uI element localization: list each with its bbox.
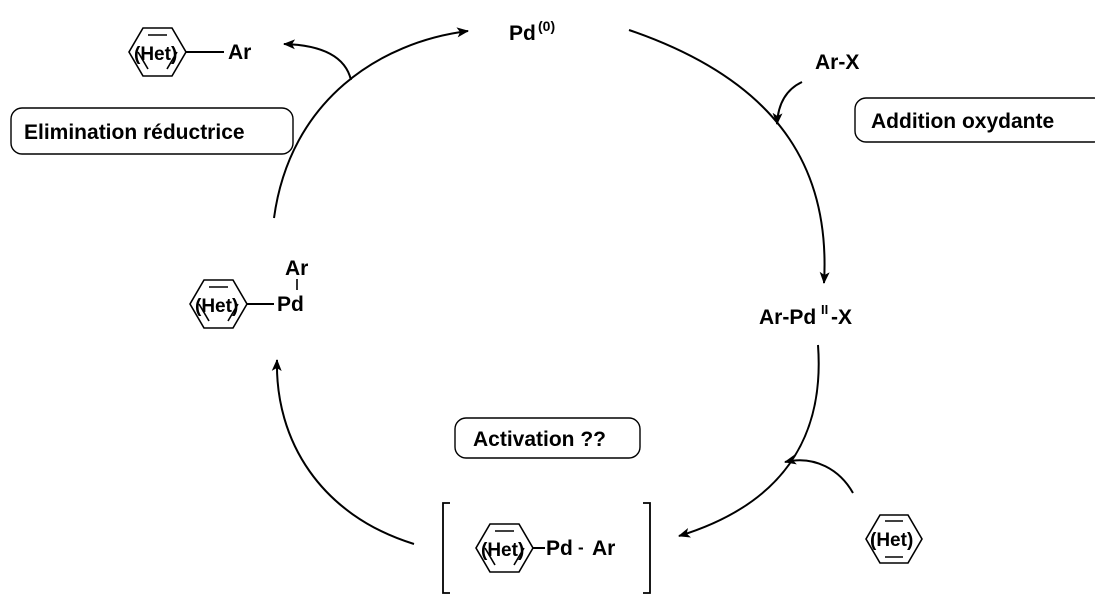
ar-x-label: Ar-X [815,51,859,74]
intermediate-pd-label: Pd [277,293,304,316]
activation-label: Activation ?? [473,428,606,451]
product-heteroarene-ring [128,27,187,77]
intermediate-ar-label: Ar [285,257,308,280]
reductive-elimination-box [10,107,294,155]
oxidative-addition-label: Addition oxydante [871,110,1054,133]
reagent-het-label: (Het) [870,530,913,551]
arpdx-label-right: -X [831,306,852,329]
product-ar-label: Ar [228,41,251,64]
arpdx-label-left: Ar-Pd [759,306,816,329]
product-het-label: (Het) [134,44,177,65]
reductive-elimination-label: Elimination réductrice [24,121,245,144]
side-arrow-product-release [283,39,352,81]
complex-ar-label: Ar [592,537,615,560]
reagent-heteroarene-ring [865,514,923,564]
arpdx-superscript: II [821,302,828,317]
activation-box [454,417,641,459]
cycle-arc-bottom-left [271,359,415,545]
pd0-label: Pd [509,22,536,45]
cycle-arc-right [628,29,830,284]
intermediate-heteroarene-ring [189,279,248,329]
side-arrow-heteroarene-entry [784,454,854,494]
cycle-arc-bottom-right [678,344,820,538]
complex-left-bracket [442,502,450,594]
complex-pd-label: Pd [546,537,573,560]
intermediate-het-label: (Het) [195,296,238,317]
complex-heteroarene-ring [475,523,534,573]
cycle-arc-top-left [273,27,469,219]
pd0-superscript: (0) [538,18,555,34]
complex-right-bracket [643,502,651,594]
complex-dash: - [578,538,584,557]
side-arrow-ar-x-entry [772,81,803,125]
complex-het-label: (Het) [481,540,524,561]
oxidative-addition-box [854,97,1095,143]
